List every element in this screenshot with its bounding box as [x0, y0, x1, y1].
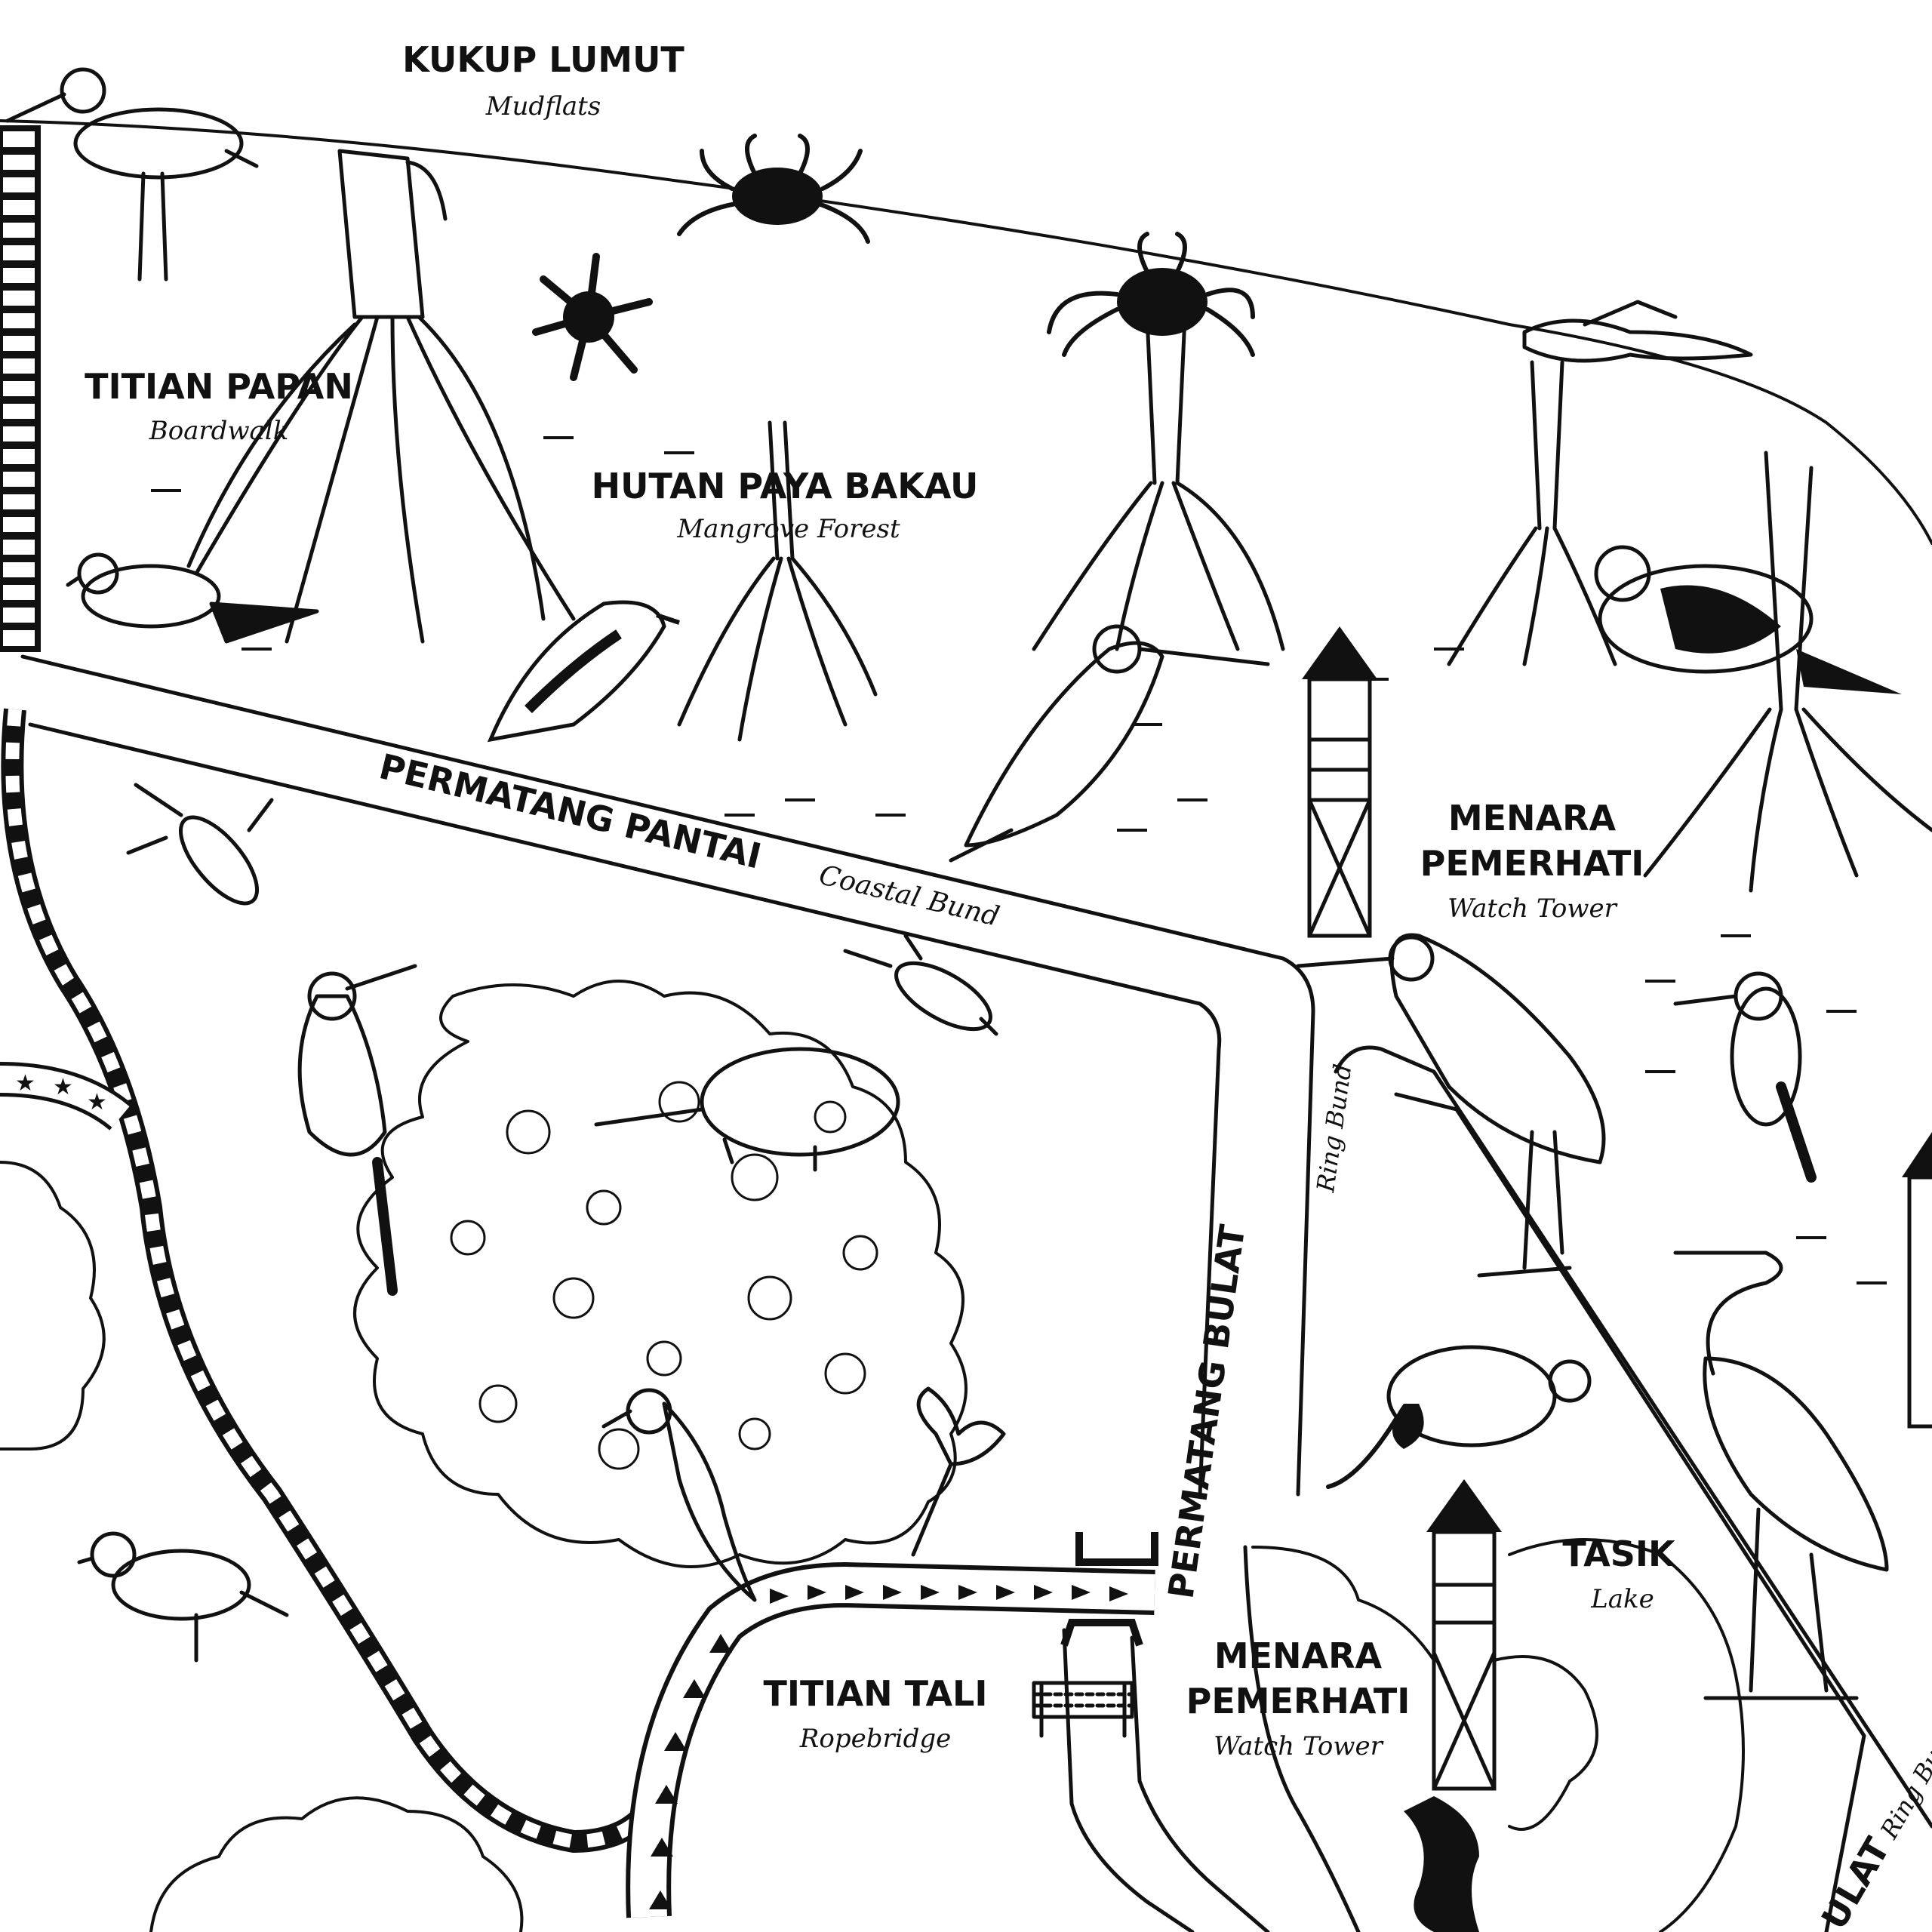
mangrove-tree-icon [1447, 360, 1617, 666]
tower2-subtitle: Watch Tower [1214, 1731, 1383, 1761]
coastal-bund-label: PERMATANG PANTAI Coastal Bund [375, 746, 1002, 933]
bund-cap [1075, 1532, 1158, 1566]
rope-bridge-icon [1032, 1681, 1134, 1738]
kingfisher-icon [949, 624, 1270, 863]
arrow-trail-markers [649, 1585, 1128, 1909]
tower2-title-1: MENARA [1214, 1635, 1383, 1676]
coastal-bund-title: PERMATANG PANTAI [375, 746, 764, 876]
bird-icon [1594, 545, 1902, 694]
crab-icon [677, 134, 870, 244]
svg-text:★: ★ [87, 1089, 107, 1115]
bird-icon [66, 552, 319, 644]
tree-canopy-icon [0, 1161, 106, 1451]
ring-bund [1062, 1045, 1932, 1932]
tree-canopy-icon [353, 980, 968, 1568]
pangolin-icon [594, 1047, 900, 1172]
lake [1251, 1538, 1745, 1932]
lake-title: TASIK [1562, 1534, 1677, 1574]
crab-icon [1047, 232, 1255, 357]
tower1-title-2: PEMERHATI [1420, 843, 1644, 884]
boardwalk [0, 125, 41, 652]
egret-icon [1296, 933, 1606, 1278]
lake-subtitle: Lake [1590, 1584, 1654, 1614]
water-marks [151, 436, 1887, 1284]
watch-tower-icon [1426, 1479, 1502, 1791]
trail-dashes [5, 709, 663, 1849]
ropebridge-title: TITIAN TALI [764, 1673, 988, 1714]
tree-canopy-icon [149, 1796, 524, 1932]
ring-bund2-title: ULAT [1814, 1830, 1898, 1932]
mangrove-tree-icon [1643, 451, 1932, 893]
mangrove-subtitle: Mangrove Forest [676, 514, 900, 544]
bird-icon [77, 1531, 289, 1663]
woodpecker-icon [297, 964, 417, 1296]
scorpion-icon [843, 934, 998, 1036]
sea-star-icon [532, 253, 653, 381]
otter-icon [1326, 1345, 1592, 1489]
sandpiper-icon [5, 67, 259, 281]
mangrove-tree-icon [1032, 315, 1285, 651]
lake-shadow [1404, 1796, 1479, 1932]
mangrove-tree-icon [677, 420, 878, 742]
ring-bund2-label: ULAT Ring Bu [1814, 1744, 1932, 1932]
flower-icon [911, 1386, 1006, 1557]
mudflats-title: KUKUP LUMUT [402, 39, 685, 80]
kingfisher-icon [1673, 971, 1817, 1183]
mudflats-subtitle: Mudflats [485, 91, 601, 122]
star-trail-markers: ★ ★ ★ [15, 1070, 107, 1115]
ring-bund-subtitle: Ring Bund [1311, 1062, 1358, 1194]
ring-bund-title: PERMATANG BULAT [1160, 1222, 1253, 1601]
ring-bund2-subtitle: Ring Bu [1875, 1744, 1932, 1844]
heron-icon [1673, 1251, 1889, 1700]
mudskipper-icon [1522, 300, 1753, 363]
tower1-title-1: MENARA [1448, 798, 1617, 838]
ring-bund-label: PERMATANG BULAT Ring Bund [1160, 1062, 1358, 1601]
canopy-texture [450, 1081, 878, 1470]
mangrove-tree-icon [186, 149, 576, 644]
watch-tower-icon [1902, 1132, 1932, 1429]
coastal-bund [20, 654, 1315, 1497]
tower2-title-2: PEMERHATI [1186, 1681, 1411, 1721]
svg-text:★: ★ [53, 1074, 73, 1100]
coastline [0, 119, 1932, 545]
boardwalk-title: TITIAN PAPAN [85, 366, 353, 407]
bund-cap [1060, 1619, 1143, 1647]
svg-text:★: ★ [15, 1070, 35, 1097]
star-trail-fill [0, 1066, 130, 1128]
mangrove-title: HUTAN PAYA BAKAU [592, 466, 979, 506]
kingfisher-icon [487, 600, 680, 743]
scorpion-icon [126, 783, 274, 906]
trail-outline [1, 708, 667, 1854]
arrow-trail-fill [630, 1566, 1155, 1918]
woodpecker-icon [601, 1388, 757, 1602]
ropebridge-subtitle: Ropebridge [799, 1724, 952, 1754]
boardwalk-subtitle: Boardwalk [149, 416, 289, 446]
watch-tower-icon [1302, 626, 1377, 938]
tower1-subtitle: Watch Tower [1447, 894, 1617, 924]
